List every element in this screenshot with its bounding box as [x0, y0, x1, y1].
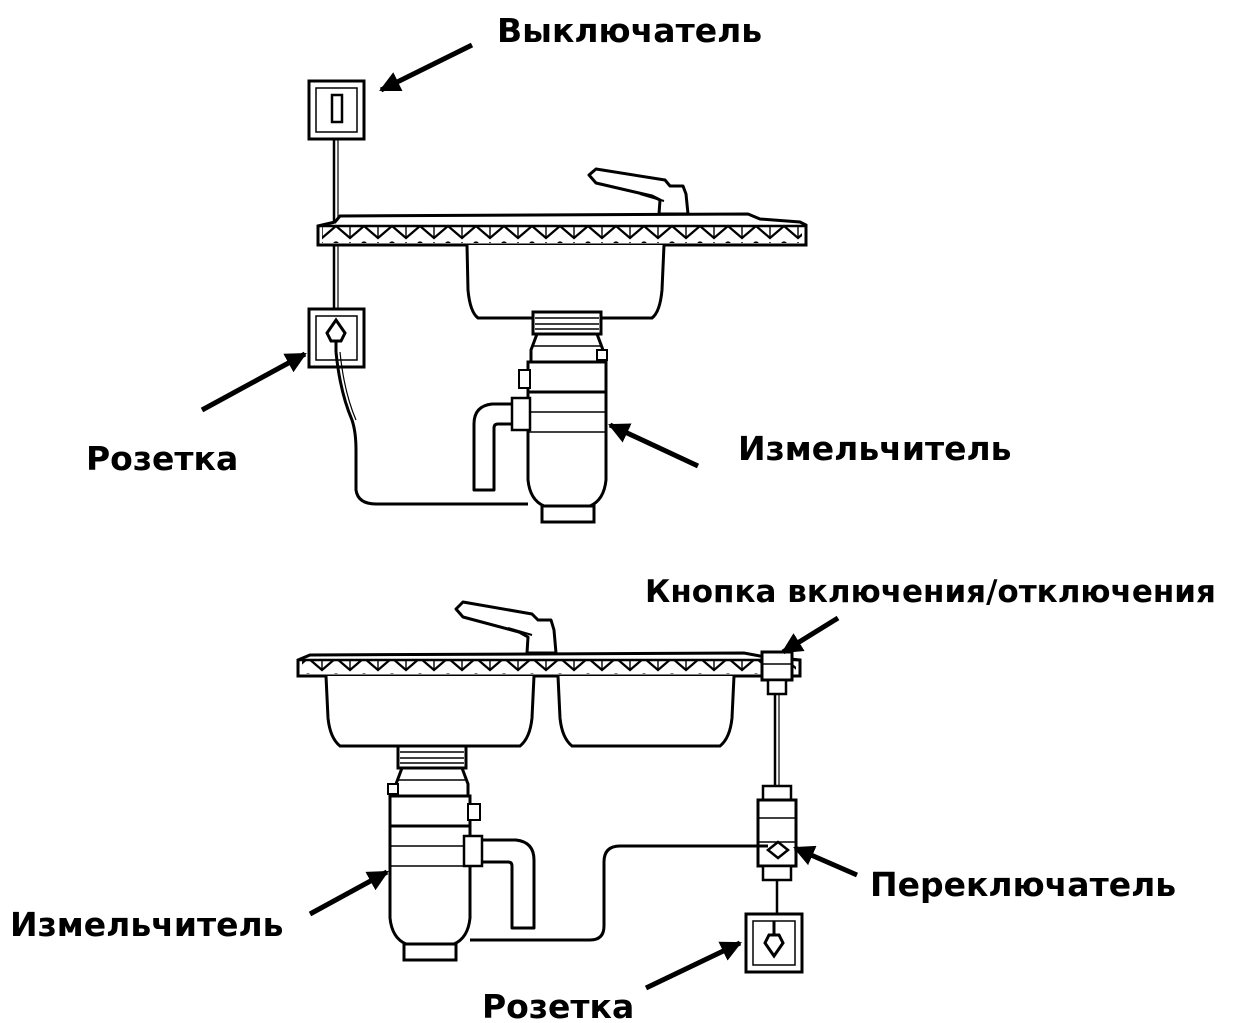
arrow-to-outlet-top [200, 351, 307, 413]
arrow-to-grinder-top [608, 422, 700, 469]
label-switch-top: Выключатель [497, 11, 763, 50]
top-scene [200, 42, 808, 524]
label-grinder-top: Измельчитель [738, 429, 1012, 468]
air-switch-unit [756, 784, 798, 882]
arrow-to-toggle [793, 845, 858, 878]
arrow-to-switch-top [379, 42, 474, 93]
label-outlet-bottom: Розетка [482, 987, 635, 1023]
outlet-bottom [744, 912, 804, 974]
sink-basin-right [556, 675, 736, 748]
grinder-bottom [387, 744, 536, 962]
bottom-scene [296, 600, 858, 991]
air-button [760, 650, 794, 696]
label-grinder-bottom: Измельчитель [10, 905, 284, 944]
power-cord-bottom [470, 844, 768, 942]
label-outlet-top: Розетка [86, 439, 239, 478]
label-button: Кнопка включения/отключения [645, 574, 1216, 610]
label-toggle: Переключатель [870, 865, 1177, 904]
faucet-top [587, 167, 690, 216]
arrow-to-button [781, 615, 840, 655]
countertop-bottom [296, 651, 802, 678]
faucet-bottom [454, 600, 558, 655]
sink-basin-top [465, 244, 666, 320]
wall-switch-top [307, 79, 366, 141]
countertop-top [316, 212, 808, 247]
arrow-to-outlet-bottom [644, 940, 742, 991]
arrow-to-grinder-bottom [308, 869, 389, 917]
power-cord-top [334, 351, 528, 506]
sink-basin-left [324, 675, 536, 748]
grinder-top [472, 310, 608, 524]
